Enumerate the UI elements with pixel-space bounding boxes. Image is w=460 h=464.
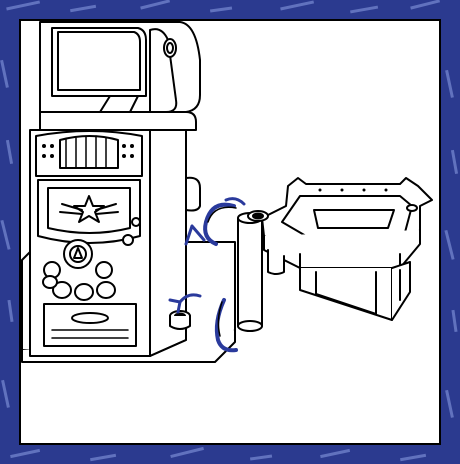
toy-tower-icon <box>19 22 200 356</box>
socket-icon <box>170 311 190 329</box>
connector-post-icon <box>238 213 262 331</box>
illustration-panel <box>19 19 441 445</box>
side-table-icon <box>248 178 432 320</box>
assembly-illustration <box>19 19 441 445</box>
